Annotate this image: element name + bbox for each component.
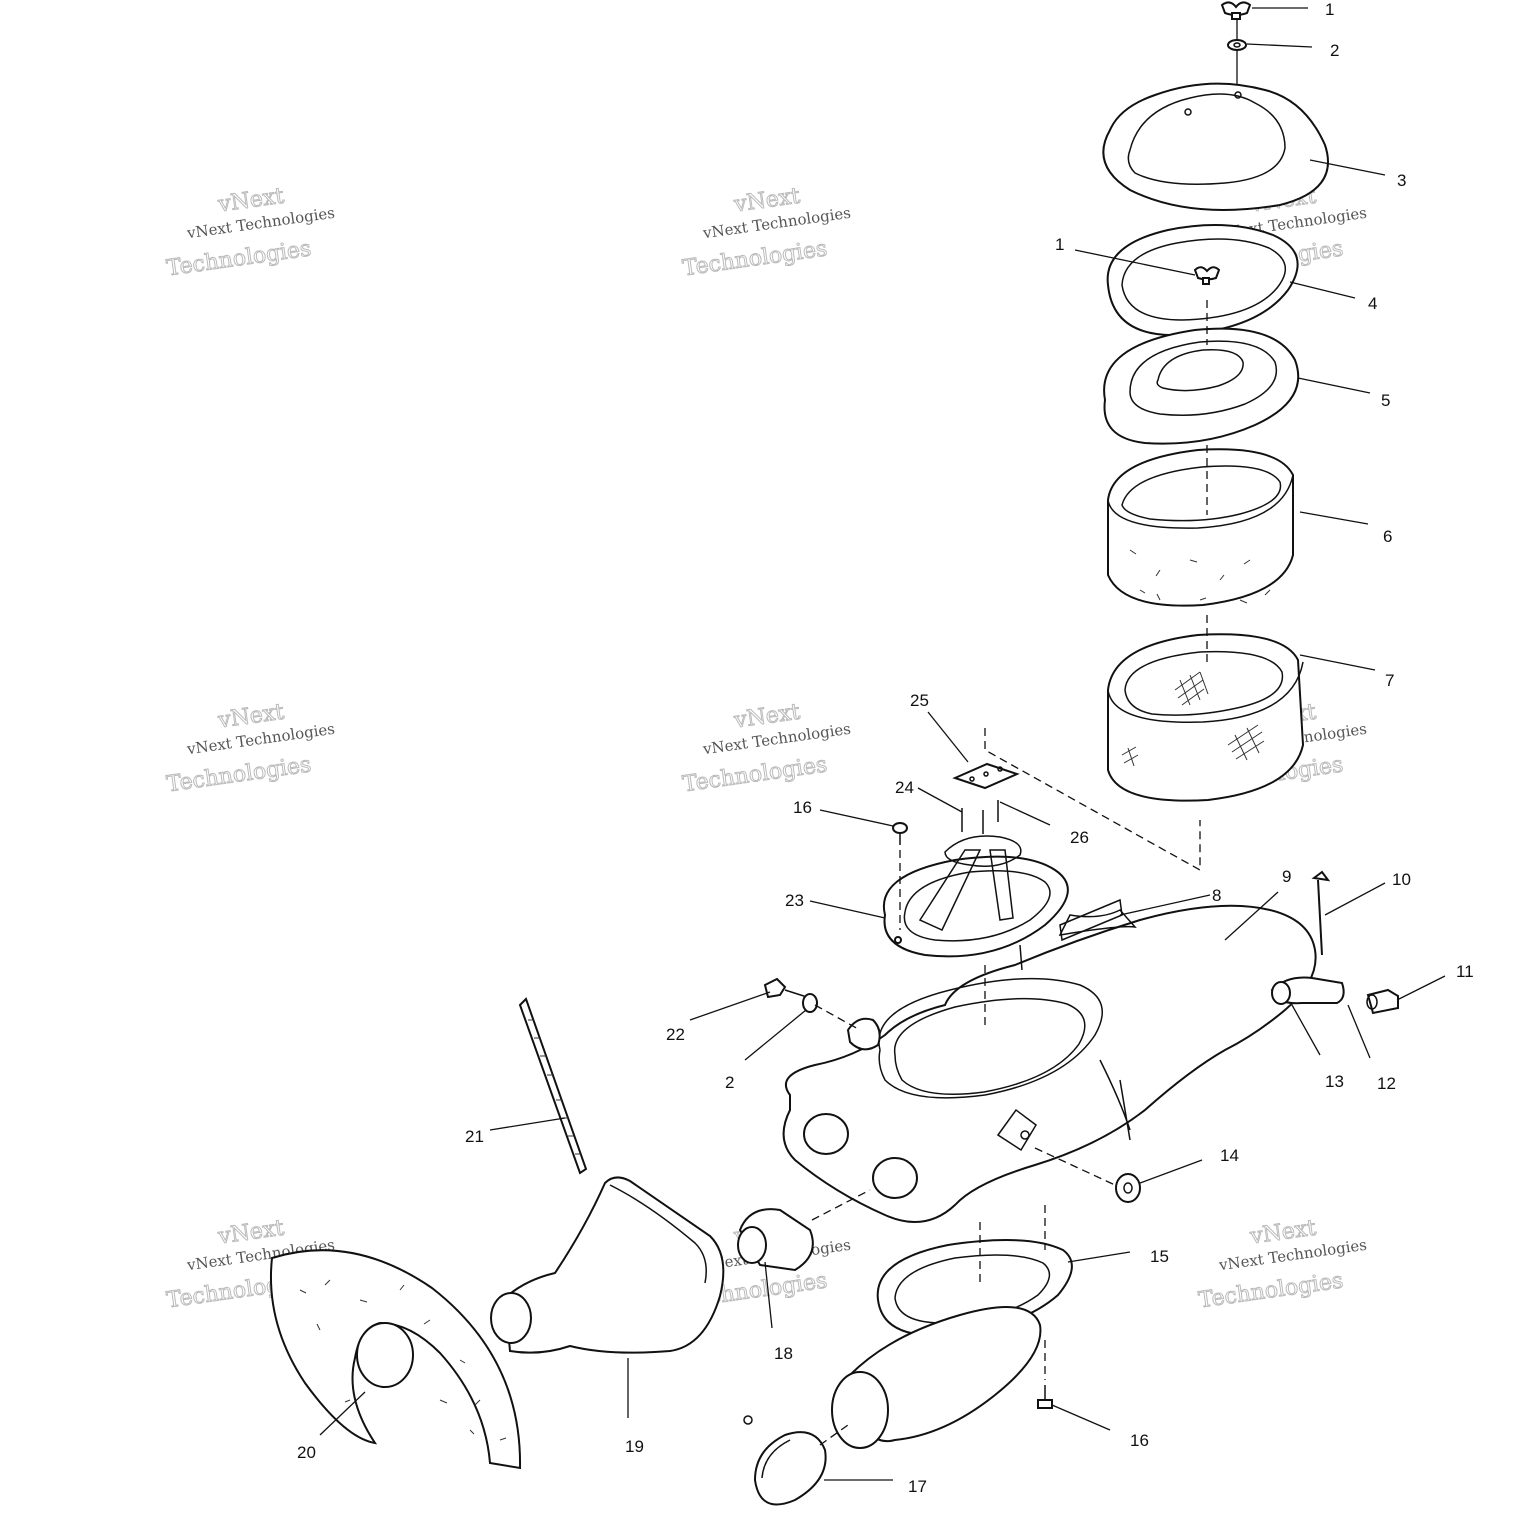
callout-9: 9 (1282, 867, 1291, 886)
part-18-coupler (737, 1208, 814, 1272)
watermark-text-tech: Technologies (165, 236, 313, 281)
callout-25: 25 (910, 691, 929, 710)
part-25-mount-plate (952, 762, 1020, 790)
assembly-line (819, 1424, 849, 1446)
callout-2: 2 (1330, 41, 1339, 60)
part-21-strap (518, 997, 588, 1175)
part-5-plate (1103, 327, 1300, 445)
watermark-mid-center: vNext vNext Technologies Technologies (681, 699, 852, 798)
callout-19: 19 (625, 1437, 644, 1456)
callout-14: 14 (1220, 1146, 1239, 1165)
callout-2: 2 (725, 1073, 734, 1092)
callout-5: 5 (1381, 391, 1390, 410)
watermark-text-tech: Technologies (165, 752, 313, 797)
watermark-bottom-right: vNext vNext Technologies Technologies (1197, 1215, 1368, 1314)
part-1-wing-nut-inner (1193, 266, 1221, 285)
callout-16: 16 (793, 798, 812, 817)
callout-17: 17 (908, 1477, 927, 1496)
part-14-grommet (1115, 1173, 1141, 1203)
callout-8: 8 (1212, 886, 1221, 905)
watermark-text-tech: Technologies (681, 236, 829, 281)
part-3-cover (1102, 82, 1329, 211)
part-20-foam-guard (269, 1249, 522, 1470)
part-6-foam-filter (1107, 448, 1294, 607)
callout-11: 11 (1456, 962, 1474, 981)
watermark-mid-left: vNext vNext Technologies Technologies (165, 699, 336, 798)
callout-16: 16 (1130, 1431, 1149, 1450)
part-16-screw-top (892, 822, 908, 845)
callout-1: 1 (1325, 0, 1334, 19)
part-1-wing-nut (1220, 1, 1252, 20)
callout-13: 13 (1325, 1072, 1344, 1091)
part-13-hose-clamp (1271, 981, 1291, 1005)
assembly-line (984, 728, 1201, 872)
callout-6: 6 (1383, 527, 1392, 546)
part-7-paper-filter (1107, 633, 1305, 802)
assembly-line (814, 1004, 861, 1031)
callout-21: 21 (465, 1127, 484, 1146)
callout-3: 3 (1397, 171, 1406, 190)
part-9-airbox (782, 898, 1317, 1223)
part-24-stud (961, 800, 999, 834)
part-17-clamp-ring (743, 1415, 827, 1506)
leader-lines (319, 7, 1446, 1481)
watermark-text-tech: Technologies (1197, 1268, 1345, 1313)
callout-23: 23 (785, 891, 804, 910)
callout-18: 18 (774, 1344, 793, 1363)
assembly-line (811, 1189, 871, 1221)
callout-26: 26 (1070, 828, 1089, 847)
callout-22: 22 (666, 1025, 685, 1044)
watermark-top-left: vNext vNext Technologies Technologies (165, 183, 336, 282)
callout-7: 7 (1385, 671, 1394, 690)
callout-24: 24 (895, 778, 914, 797)
callout-12: 12 (1377, 1074, 1396, 1093)
part-duct (831, 1306, 1042, 1449)
assembly-line (1034, 1147, 1116, 1186)
callout-4: 4 (1368, 294, 1377, 313)
part-2-washer (1227, 39, 1247, 51)
part-22-bolt (763, 977, 811, 999)
part-11-plug (1366, 988, 1399, 1015)
callouts: 1 2 3 1 4 5 6 7 25 24 16 26 8 9 10 23 11… (297, 0, 1474, 1496)
part-19-intake-silencer (490, 1176, 725, 1354)
watermark-text-tech: Technologies (681, 752, 829, 797)
callout-10: 10 (1392, 870, 1411, 889)
callout-15: 15 (1150, 1247, 1169, 1266)
part-16-screw-bottom (1037, 1385, 1053, 1409)
part-23-backing-plate (882, 835, 1069, 958)
part-2-washer-side (802, 993, 818, 1013)
watermark-top-center: vNext vNext Technologies Technologies (681, 183, 852, 282)
callout-1: 1 (1055, 235, 1064, 254)
callout-20: 20 (297, 1443, 316, 1462)
part-10-clamp (1311, 870, 1331, 956)
